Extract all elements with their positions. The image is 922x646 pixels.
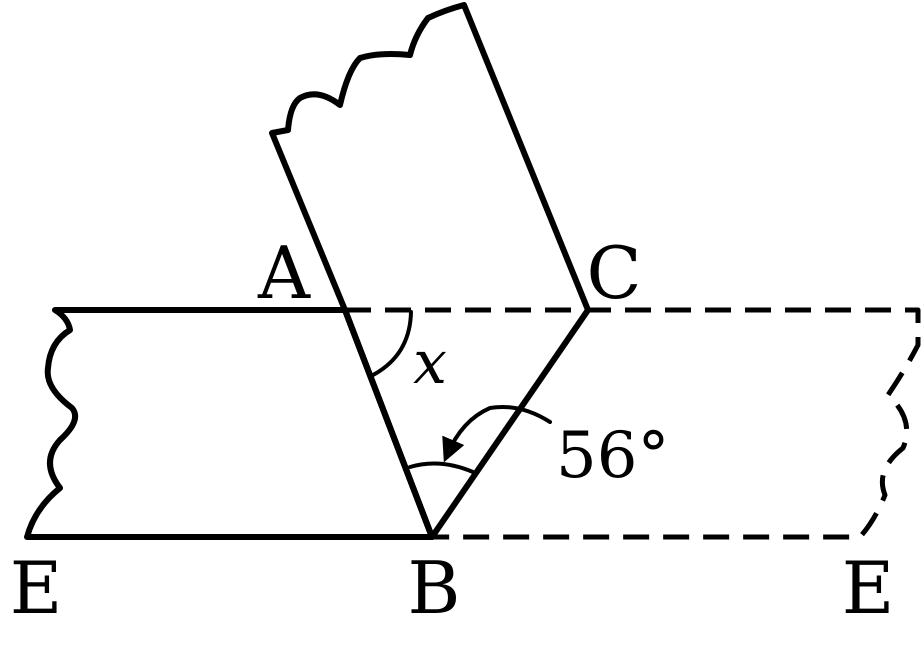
original-strip-outline [345, 307, 921, 540]
strip-unfolded-part [24, 307, 435, 540]
label-point-c: C [586, 231, 641, 315]
label-point-e-left: E [10, 546, 63, 630]
label-point-a: A [257, 231, 311, 315]
label-angle-x: x [413, 328, 447, 398]
label-angle-56: 56° [556, 419, 669, 493]
strip-folded-flap [269, 2, 591, 540]
angle-56-arc [408, 461, 475, 474]
fold-line [342, 307, 435, 540]
label-point-e-right: E [842, 546, 895, 630]
angle-arrow [442, 404, 552, 463]
angle-x-arc [371, 310, 413, 377]
label-point-b: B [408, 546, 461, 630]
